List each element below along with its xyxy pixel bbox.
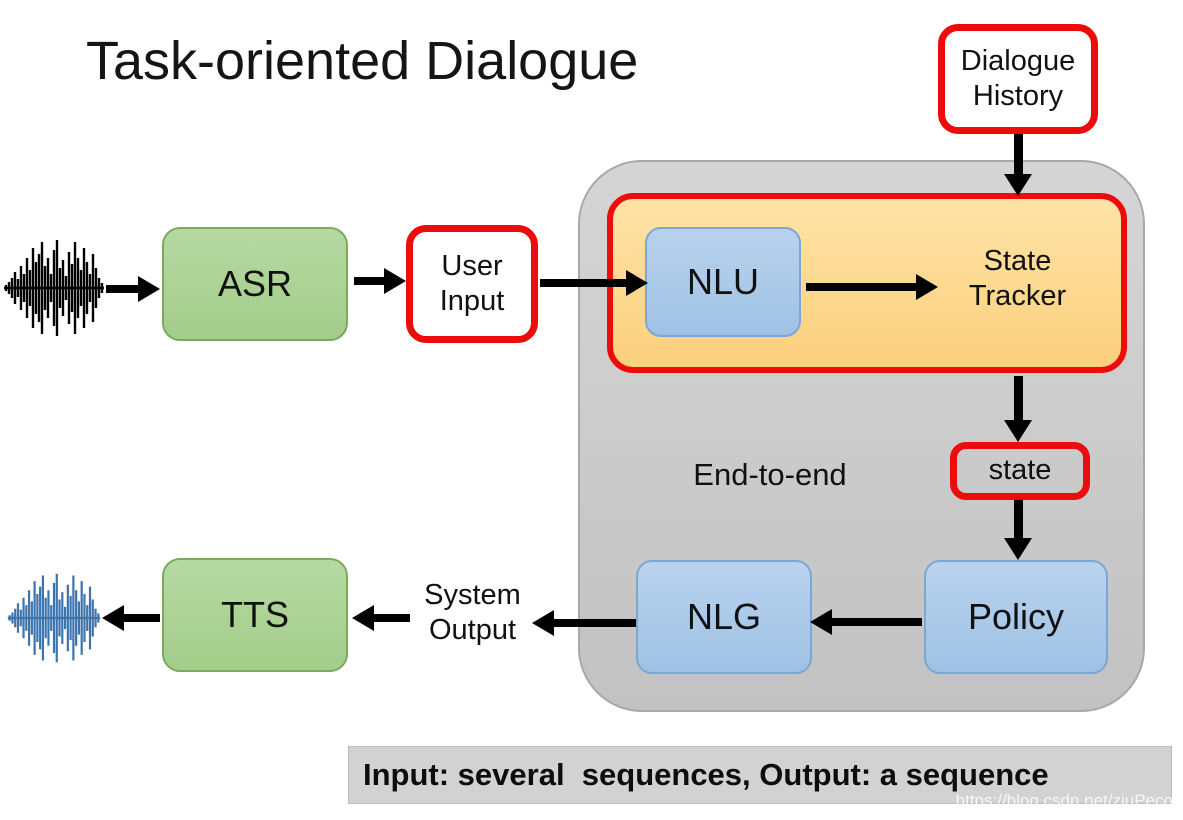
state-tracker-label-line1: State: [983, 245, 1052, 277]
page-title: Task-oriented Dialogue: [86, 31, 639, 91]
footer-note-text: Input: several sequences, Output: a sequ…: [363, 757, 1049, 792]
nlg-label: NLG: [686, 596, 762, 637]
arrow-shaft: [354, 277, 384, 285]
arrow-system-output-to-tts: [352, 605, 410, 631]
arrow-tts-to-waveform: [102, 605, 160, 631]
audio-waveform-input-icon: [4, 240, 104, 336]
user-input-node: User Input: [406, 225, 538, 343]
system-output-label-line2: Output: [428, 614, 517, 647]
arrow-head: [532, 610, 554, 636]
arrow-shaft: [832, 618, 922, 626]
dialogue-history-label-line2: History: [972, 80, 1064, 112]
arrow-shaft: [374, 614, 410, 622]
arrow-head: [352, 605, 374, 631]
tts-label: TTS: [221, 594, 289, 635]
state-tracker-label-line2: Tracker: [968, 280, 1067, 313]
arrow-shaft: [806, 283, 916, 291]
nlg-node: NLG: [636, 560, 812, 674]
user-input-label-line2: Input: [439, 285, 505, 317]
state-node: state: [950, 442, 1090, 500]
arrow-shaft: [1013, 500, 1023, 538]
nlu-node: NLU: [645, 227, 801, 337]
arrow-head: [1004, 538, 1032, 560]
arrow-head: [810, 609, 832, 635]
system-output-label: System Output: [405, 578, 540, 649]
end-to-end-label: End-to-end: [693, 457, 847, 492]
arrow-head: [1004, 174, 1032, 196]
asr-label: ASR: [217, 263, 293, 304]
arrow-shaft: [1013, 376, 1023, 420]
arrow-nlg-to-system-output: [532, 610, 636, 636]
state-tracker-label: State Tracker: [935, 244, 1100, 315]
tts-node: TTS: [162, 558, 348, 672]
arrow-head: [1004, 420, 1032, 442]
dialogue-history-node: Dialogue History: [938, 24, 1098, 134]
arrow-nlu-to-state-tracker: [806, 274, 938, 300]
arrow-shaft: [1013, 134, 1023, 174]
footer-note: Input: several sequences, Output: a sequ…: [348, 746, 1172, 804]
arrow-shaft: [124, 614, 160, 622]
arrow-state-tracker-to-state: [1004, 376, 1032, 442]
arrow-head: [384, 268, 406, 294]
policy-label: Policy: [967, 596, 1065, 637]
arrow-head: [626, 270, 648, 296]
user-input-label-line1: User: [441, 249, 503, 282]
arrow-shaft: [540, 279, 626, 287]
arrow-dialogue-history-to-module: [1004, 134, 1032, 196]
arrow-head: [102, 605, 124, 631]
arrow-head: [916, 274, 938, 300]
arrow-state-to-policy: [1004, 500, 1032, 560]
arrow-asr-to-user-input: [354, 268, 406, 294]
system-output-label-line1: System: [424, 579, 521, 611]
audio-waveform-output-icon: [7, 573, 101, 663]
nlu-label: NLU: [686, 261, 760, 302]
state-label: state: [988, 454, 1052, 487]
arrow-waveform-to-asr: [106, 276, 160, 302]
asr-node: ASR: [162, 227, 348, 341]
policy-node: Policy: [924, 560, 1108, 674]
dialogue-history-label-line1: Dialogue: [960, 44, 1076, 77]
arrow-shaft: [554, 619, 636, 627]
arrow-user-input-to-nlu: [540, 270, 648, 296]
watermark-url: https://blog.csdn.net/zjuPeco: [955, 791, 1173, 810]
arrow-policy-to-nlg: [810, 609, 922, 635]
arrow-head: [138, 276, 160, 302]
arrow-shaft: [106, 285, 138, 293]
